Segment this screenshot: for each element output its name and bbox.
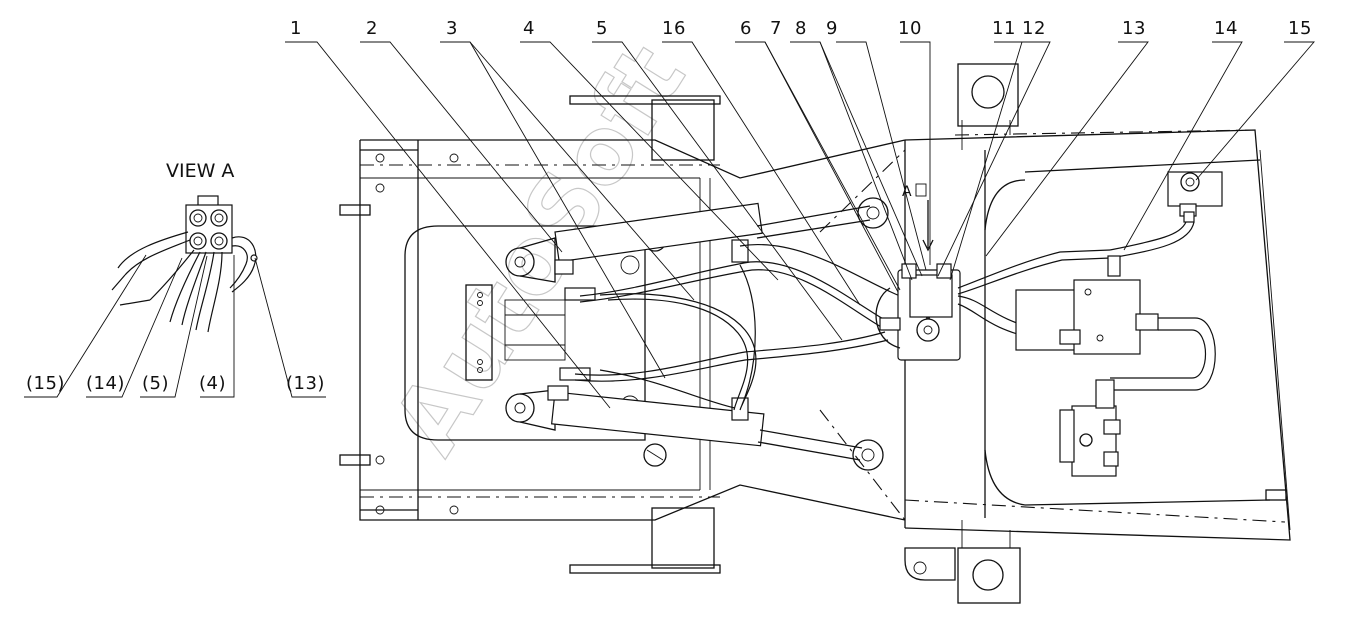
- callout-8: 8: [795, 18, 807, 39]
- callout-14: 14: [1214, 18, 1238, 39]
- view-callout-15: (15): [26, 373, 65, 394]
- center-valve: A: [875, 183, 961, 361]
- dozer-blade: [819, 63, 1291, 604]
- view-callout-13: (13): [286, 373, 325, 394]
- callout-16: 16: [662, 18, 686, 39]
- view-callout-5: (5): [142, 373, 169, 394]
- callout-12: 12: [1022, 18, 1046, 39]
- view-a-detail: VIEW A (15) (14) (5) (4) (13): [24, 160, 326, 398]
- callout-3: 3: [446, 18, 458, 39]
- lift-cylinders: [505, 197, 889, 471]
- callout-7: 7: [770, 18, 782, 39]
- callout-6: 6: [740, 18, 752, 39]
- view-callout-14: (14): [86, 373, 125, 394]
- callout-10: 10: [898, 18, 922, 39]
- control-valves: [957, 171, 1223, 477]
- callout-13: 13: [1122, 18, 1146, 39]
- view-a-label: VIEW A: [166, 160, 234, 182]
- callout-4: 4: [523, 18, 535, 39]
- callout-2: 2: [366, 18, 378, 39]
- hydraulic-hoses: [574, 244, 901, 411]
- view-callout-4: (4): [199, 373, 226, 394]
- push-frame: [339, 95, 906, 574]
- callout-9: 9: [826, 18, 838, 39]
- arrow-a-label: A: [902, 184, 912, 200]
- callout-15: 15: [1288, 18, 1312, 39]
- callout-leaders: [285, 41, 1315, 409]
- top-callouts: 1 2 3 4 5 16 6 7 8 9 10 11 12 13 14 15: [290, 18, 1312, 39]
- callout-5: 5: [596, 18, 608, 39]
- callout-1: 1: [290, 18, 302, 39]
- callout-11: 11: [992, 18, 1016, 39]
